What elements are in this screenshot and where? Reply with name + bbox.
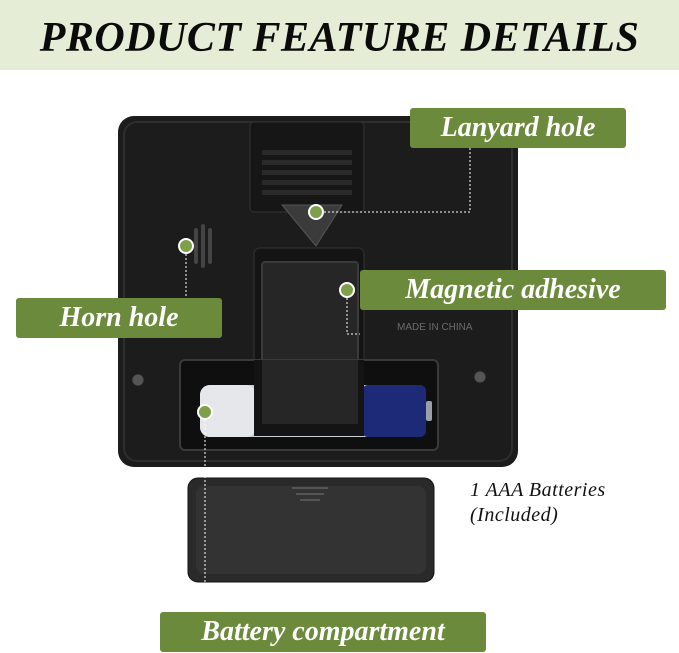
stand-clip bbox=[249, 121, 365, 213]
batteries-note-line1: 1 AAA Batteries bbox=[470, 479, 606, 501]
label-lanyard-hole: Lanyard hole bbox=[410, 108, 626, 148]
horn-hole bbox=[194, 224, 212, 268]
title-banner bbox=[0, 0, 679, 70]
marker-battery bbox=[197, 404, 213, 420]
label-battery-compartment: Battery compartment bbox=[160, 612, 486, 652]
label-magnetic-adhesive: Magnetic adhesive bbox=[360, 270, 666, 310]
page-title: PRODUCT FEATURE DETAILS bbox=[39, 15, 640, 61]
marker-lanyard bbox=[308, 204, 324, 220]
lanyard-hole bbox=[280, 204, 343, 247]
screw bbox=[131, 373, 145, 387]
batteries-note: 1 AAA Batteries (Included) bbox=[470, 478, 606, 528]
label-horn-hole: Horn hole bbox=[16, 298, 222, 338]
device-imprint: MADE IN CHINA bbox=[397, 322, 473, 333]
batteries-note-line2: (Included) bbox=[470, 504, 559, 526]
marker-horn bbox=[178, 238, 194, 254]
screw bbox=[473, 370, 487, 384]
marker-magnetic bbox=[339, 282, 355, 298]
